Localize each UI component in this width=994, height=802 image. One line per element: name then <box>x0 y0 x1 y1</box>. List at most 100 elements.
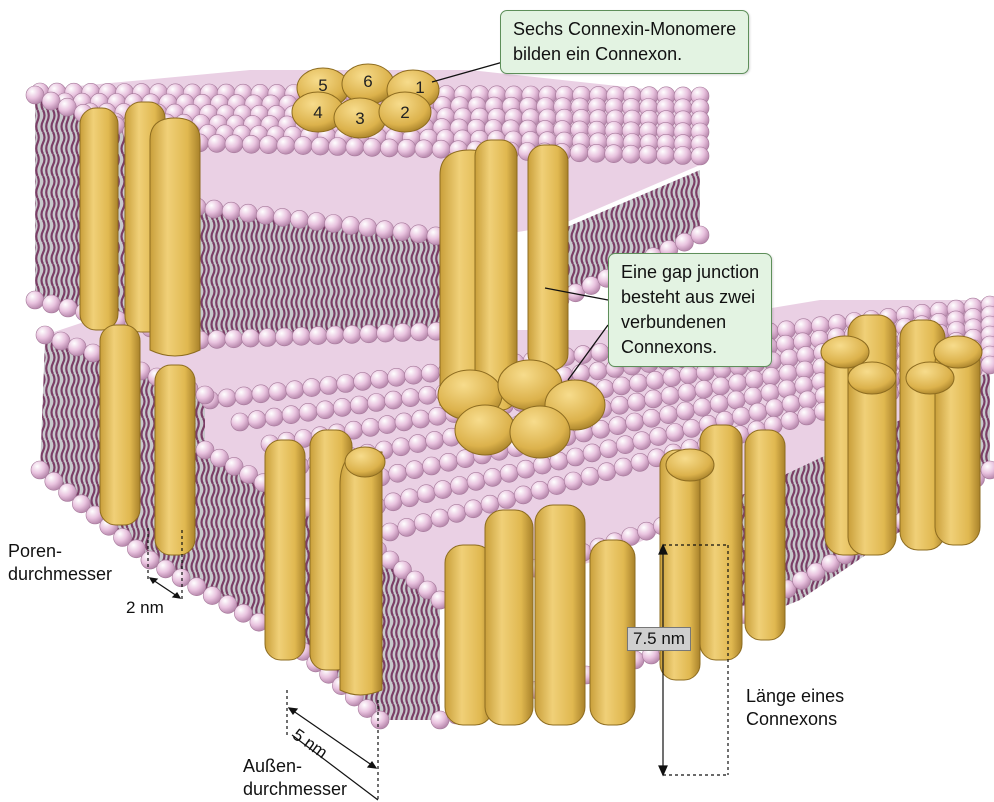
lipid-head <box>196 386 214 404</box>
subunit-cap <box>345 447 385 477</box>
lipid-head <box>517 460 535 478</box>
lipid-head <box>242 329 260 347</box>
monomer-label-4: 4 <box>313 103 322 122</box>
lipid-head <box>782 395 800 413</box>
lipid-head <box>384 391 402 409</box>
lipid-head <box>378 416 396 434</box>
subunit-cap <box>455 405 515 455</box>
lipid-head <box>678 384 696 402</box>
lipid-head <box>222 202 240 220</box>
lipid-head <box>343 325 361 343</box>
lipid-head <box>273 208 291 226</box>
lipid-head <box>588 144 606 162</box>
lipid-head <box>693 398 711 416</box>
lipid-head <box>691 147 709 165</box>
lipid-head <box>639 146 657 164</box>
lipid-head <box>419 386 437 404</box>
callout-line: Eine gap junction <box>621 260 759 285</box>
monomer-label-2: 2 <box>400 103 409 122</box>
monomer-label-3: 3 <box>355 109 364 128</box>
subunit <box>80 108 118 330</box>
lipid-head <box>239 204 257 222</box>
lipid-head <box>43 295 61 313</box>
lipid-head <box>710 395 728 413</box>
callout-line: verbundenen <box>621 310 759 335</box>
lipid-head <box>695 380 713 398</box>
lipid-head <box>643 409 661 427</box>
lipid-head <box>766 399 784 417</box>
callout-line: bilden ein Connexon. <box>513 42 736 67</box>
lipid-head <box>359 219 377 237</box>
lipid-head <box>729 374 747 392</box>
lipid-head <box>392 438 410 456</box>
lipid-head <box>674 147 692 165</box>
lipid-head <box>691 226 709 244</box>
label-outer-diameter: Außen- durchmesser <box>243 755 347 801</box>
lipid-head <box>583 444 601 462</box>
lipid-head <box>282 406 300 424</box>
monomer-label-6: 6 <box>363 72 372 91</box>
lipid-head <box>745 371 763 389</box>
lipid-head <box>779 364 797 382</box>
lipid-head <box>646 371 664 389</box>
connexon-length-value: 7.5 nm <box>627 627 691 651</box>
lipid-head <box>235 387 253 405</box>
lipid-head <box>414 514 432 532</box>
subunit <box>745 430 785 640</box>
lipid-head <box>311 137 329 155</box>
label-connexon-length: Länge eines Connexons <box>746 685 844 731</box>
lipid-head <box>417 485 435 503</box>
subunit <box>155 365 195 555</box>
lipid-head <box>609 417 627 435</box>
lipid-head <box>260 136 278 154</box>
lipid-head <box>744 387 762 405</box>
lipid-head <box>308 213 326 231</box>
lipid-head <box>448 504 466 522</box>
lipid-head <box>265 408 283 426</box>
lipid-head <box>350 396 368 414</box>
lipid-head <box>325 215 343 233</box>
lipid-head <box>208 330 226 348</box>
lipid-head <box>395 413 413 431</box>
monomer-label-1: 1 <box>415 78 424 97</box>
subunit <box>485 510 533 725</box>
lipid-head <box>531 481 549 499</box>
lipid-head <box>657 146 675 164</box>
label-line: Außen- <box>243 755 347 778</box>
lipid-head <box>326 326 344 344</box>
lipid-head <box>362 418 380 436</box>
lipid-head <box>393 223 411 241</box>
lipid-head <box>633 432 651 450</box>
lipid-head <box>574 346 592 364</box>
lipid-head <box>676 402 694 420</box>
lipid-head <box>398 139 416 157</box>
lipid-head <box>514 486 532 504</box>
lipid-head <box>605 145 623 163</box>
lipid-head <box>219 595 237 613</box>
lipid-head <box>426 431 444 449</box>
subunit-cap <box>666 449 714 481</box>
lipid-head <box>394 324 412 342</box>
lipid-head <box>431 509 449 527</box>
lipid-head <box>225 135 243 153</box>
lipid-head <box>367 394 385 412</box>
lipid-head <box>398 518 416 536</box>
lipid-head <box>299 403 317 421</box>
lipid-head <box>683 419 701 437</box>
monomer-label-5: 5 <box>318 76 327 95</box>
lipid-head <box>360 325 378 343</box>
lipid-head <box>631 453 649 471</box>
lipid-head <box>598 463 616 481</box>
lipid-head <box>410 225 428 243</box>
callout-line: Sechs Connexin-Monomere <box>513 17 736 42</box>
lipid-head <box>286 381 304 399</box>
lipid-head <box>157 560 175 578</box>
label-line: durchmesser <box>243 778 347 801</box>
callout-line: Connexons. <box>621 335 759 360</box>
subunit <box>535 505 585 725</box>
subunit-cap <box>934 336 982 368</box>
lipid-head <box>409 435 427 453</box>
lipid-head <box>406 461 424 479</box>
lipid-head <box>440 453 458 471</box>
